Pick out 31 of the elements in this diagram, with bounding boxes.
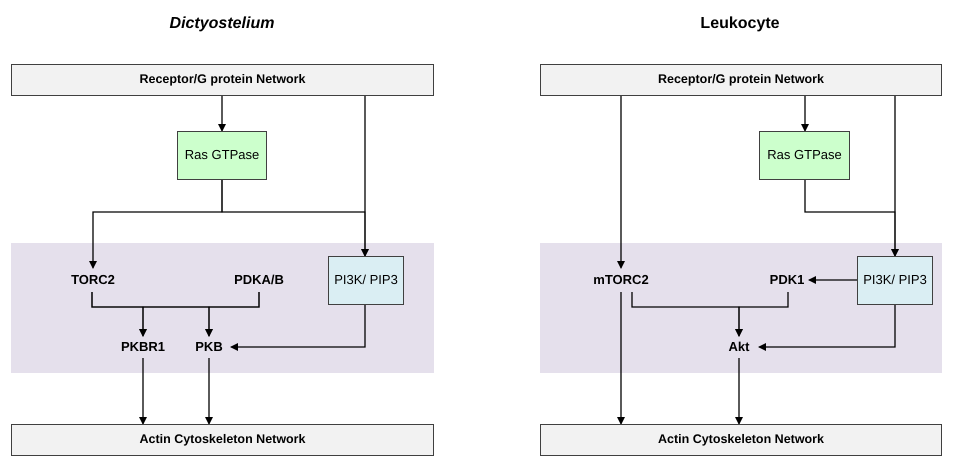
arrow: [617, 96, 625, 269]
arrow: [758, 305, 896, 351]
arrow: [735, 292, 789, 337]
arrow: [230, 305, 366, 351]
arrow: [808, 276, 857, 284]
protein-name: TORC2: [60, 268, 126, 292]
arrow: [139, 358, 147, 425]
arrow: [205, 358, 213, 425]
protein-name: PKB: [187, 336, 231, 358]
arrow: [205, 292, 260, 337]
protein-box: Ras GTPase: [177, 131, 267, 180]
arrow: [218, 96, 226, 132]
protein-name: PDK1: [765, 268, 809, 292]
network-box: Actin Cytoskeleton Network: [540, 424, 942, 456]
protein-box: Ras GTPase: [759, 131, 850, 180]
protein-box: PI3K/ PIP3: [328, 256, 404, 305]
protein-name: Akt: [719, 336, 759, 358]
arrow: [735, 358, 743, 425]
protein-name: mTORC2: [585, 268, 657, 292]
network-box: Receptor/G protein Network: [11, 64, 434, 96]
arrow: [801, 96, 809, 132]
network-box: Receptor/G protein Network: [540, 64, 942, 96]
panel-heading: Leukocyte: [699, 14, 781, 34]
arrow: [804, 180, 899, 257]
panel-heading: Dictyostelium: [168, 14, 276, 34]
protein-name: PKBR1: [109, 336, 177, 358]
protein-box: PI3K/ PIP3: [857, 256, 933, 305]
arrow: [617, 292, 625, 425]
network-box: Actin Cytoskeleton Network: [11, 424, 434, 456]
protein-name: PDKA/B: [224, 268, 294, 292]
arrow: [221, 180, 369, 257]
